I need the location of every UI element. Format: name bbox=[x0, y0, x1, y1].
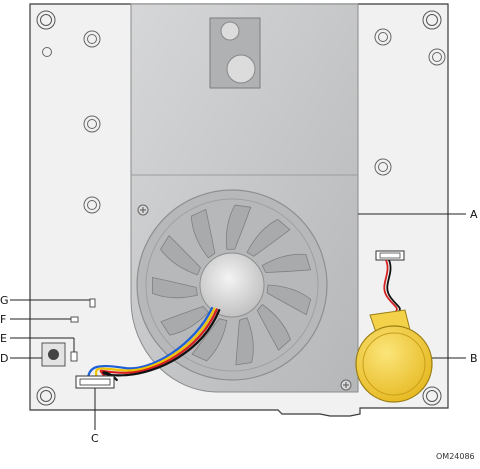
fan-cable bbox=[86, 306, 221, 382]
heat-pipe-bottom bbox=[226, 54, 256, 84]
fan-blade bbox=[235, 317, 254, 366]
callout-a: A bbox=[470, 208, 478, 221]
power-button[interactable] bbox=[41, 342, 66, 367]
heat-pipe-top bbox=[220, 21, 240, 41]
fan-header-connector bbox=[75, 375, 115, 389]
leader-lines bbox=[10, 213, 466, 430]
mounting-hole-bottom-right bbox=[422, 386, 442, 406]
fan-blade bbox=[152, 277, 198, 299]
callout-f: F bbox=[0, 313, 6, 326]
callout-b: B bbox=[470, 352, 478, 365]
fan-cable-wire bbox=[94, 307, 216, 382]
fan-hub bbox=[199, 252, 265, 318]
standoff-holes bbox=[42, 28, 446, 214]
header-g bbox=[89, 298, 96, 308]
fan-blade bbox=[190, 208, 216, 259]
fan-blade bbox=[160, 305, 209, 336]
mounting-hole-top-left bbox=[36, 10, 56, 30]
fan-blade bbox=[160, 234, 201, 276]
mounting-hole-bottom-left bbox=[36, 386, 56, 406]
callout-d: D bbox=[0, 352, 8, 365]
fan-blades bbox=[152, 204, 312, 366]
screw-icon bbox=[340, 379, 352, 391]
battery-wire bbox=[383, 259, 398, 319]
fan-blade bbox=[246, 218, 291, 257]
callout-e: E bbox=[0, 332, 7, 345]
figure-id: OM24086 bbox=[436, 452, 475, 461]
fan-blade bbox=[256, 303, 291, 351]
fan-cable-wire bbox=[102, 309, 221, 382]
cpu-fan bbox=[136, 189, 328, 381]
cmos-battery bbox=[355, 309, 433, 403]
fan-blade bbox=[261, 253, 312, 274]
mounting-hole-top-right bbox=[422, 10, 442, 30]
fan-blade bbox=[266, 284, 312, 316]
callout-c: C bbox=[91, 432, 99, 445]
fan-blade bbox=[226, 204, 252, 250]
screw-icon bbox=[137, 204, 149, 216]
fan-cable-wire bbox=[86, 306, 214, 382]
header-e bbox=[70, 351, 78, 362]
fan-blade bbox=[191, 318, 228, 362]
header-f bbox=[70, 316, 79, 323]
callout-g: G bbox=[0, 294, 9, 307]
battery-connector bbox=[375, 250, 405, 261]
fan-cable-wire bbox=[99, 308, 218, 382]
